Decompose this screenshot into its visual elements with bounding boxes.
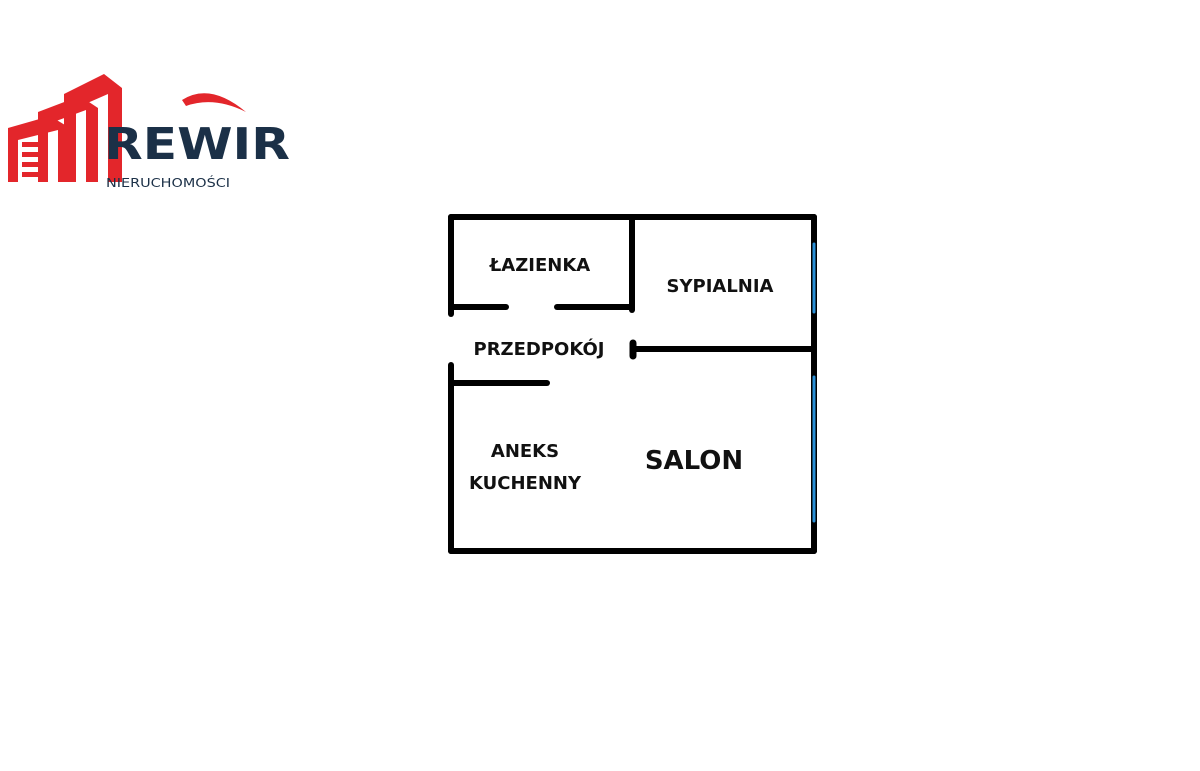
- room-label-bedroom: SYPIALNIA: [667, 276, 774, 297]
- rewir-logo: REWIR NIERUCHOMOŚCI: [8, 74, 290, 190]
- logo-tagline: NIERUCHOMOŚCI: [106, 175, 230, 190]
- room-label-kitchen-line1: ANEKS: [491, 441, 559, 462]
- room-label-bathroom: ŁAZIENKA: [489, 255, 591, 276]
- room-label-living: SALON: [645, 446, 743, 476]
- logo-brand: REWIR: [104, 119, 290, 170]
- buildings-icon: [8, 74, 246, 182]
- room-label-hallway: PRZEDPOKÓJ: [474, 338, 605, 360]
- room-label-kitchen-line2: KUCHENNY: [469, 473, 582, 494]
